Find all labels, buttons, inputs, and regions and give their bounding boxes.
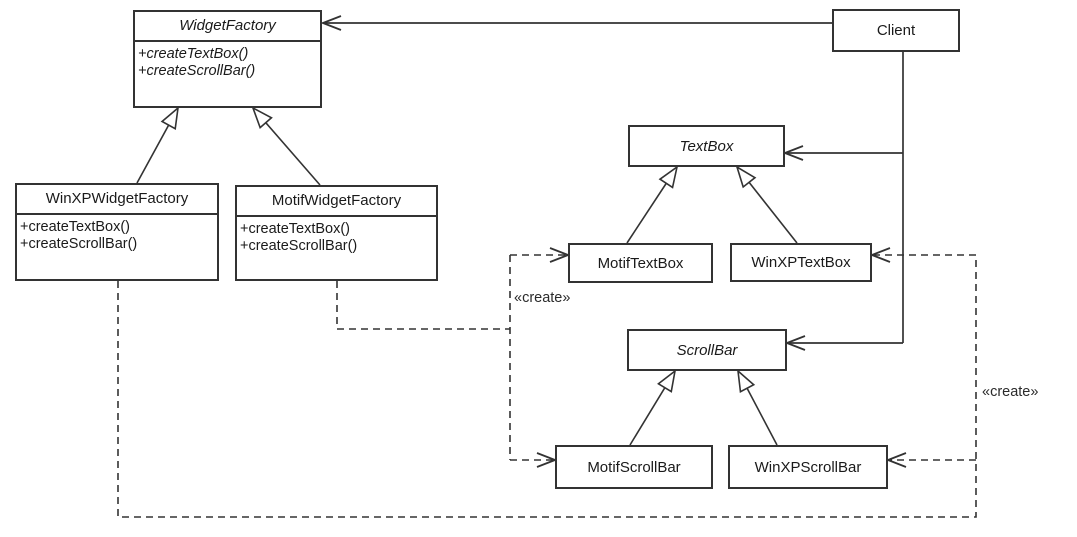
gen-winxpfactory-to-widgetfactory xyxy=(136,108,178,184)
class-box-widget-factory: WidgetFactory +createTextBox() +createSc… xyxy=(133,10,322,108)
class-name-widget-factory: WidgetFactory xyxy=(135,12,320,42)
class-box-client: Client xyxy=(832,9,960,52)
class-box-motif-textbox: MotifTextBox xyxy=(568,243,713,283)
class-name-winxp-scrollbar: WinXPScrollBar xyxy=(754,458,862,476)
gen-motiffactory-to-widgetfactory xyxy=(253,108,321,186)
class-name-motif-widget-factory: MotifWidgetFactory xyxy=(237,187,436,217)
class-name-motif-textbox: MotifTextBox xyxy=(597,254,684,272)
class-box-winxp-widget-factory: WinXPWidgetFactory +createTextBox() +cre… xyxy=(15,183,219,281)
method-winxp-factory-create-scrollbar: +createScrollBar() xyxy=(20,236,138,252)
class-name-client: Client xyxy=(876,22,916,39)
dep-motiffactory-stem xyxy=(336,281,510,330)
method-winxp-factory-create-textbox: +createTextBox() xyxy=(20,219,131,235)
class-name-motif-scrollbar: MotifScrollBar xyxy=(587,458,681,476)
method-motif-factory-create-textbox: +createTextBox() xyxy=(240,221,351,237)
gen-motiftextbox-to-textbox xyxy=(626,167,677,244)
class-name-scrollbar: ScrollBar xyxy=(676,341,738,359)
create-stereotype-label-right: «create» xyxy=(982,384,1039,400)
class-box-scrollbar: ScrollBar xyxy=(627,329,787,371)
create-stereotype-label-left: «create» xyxy=(514,290,571,306)
class-box-winxp-scrollbar: WinXPScrollBar xyxy=(728,445,888,489)
class-name-winxp-widget-factory: WinXPWidgetFactory xyxy=(17,185,217,215)
class-box-winxp-textbox: WinXPTextBox xyxy=(730,243,872,282)
class-name-winxp-textbox: WinXPTextBox xyxy=(751,254,851,271)
class-box-motif-widget-factory: MotifWidgetFactory +createTextBox() +cre… xyxy=(235,185,438,281)
method-motif-factory-create-scrollbar: +createScrollBar() xyxy=(240,238,358,254)
method-widget-factory-create-textbox: +createTextBox() xyxy=(138,46,249,62)
class-box-textbox: TextBox xyxy=(628,125,785,167)
class-name-textbox: TextBox xyxy=(679,137,734,155)
gen-motifscrollbar-to-scrollbar xyxy=(629,371,675,446)
gen-winxptextbox-to-textbox xyxy=(737,167,798,244)
dep-winxpfactory-to-winxptextbox xyxy=(117,255,977,518)
class-box-motif-scrollbar: MotifScrollBar xyxy=(555,445,713,489)
gen-winxpscrollbar-to-scrollbar xyxy=(738,371,778,446)
method-widget-factory-create-scrollbar: +createScrollBar() xyxy=(138,63,256,79)
